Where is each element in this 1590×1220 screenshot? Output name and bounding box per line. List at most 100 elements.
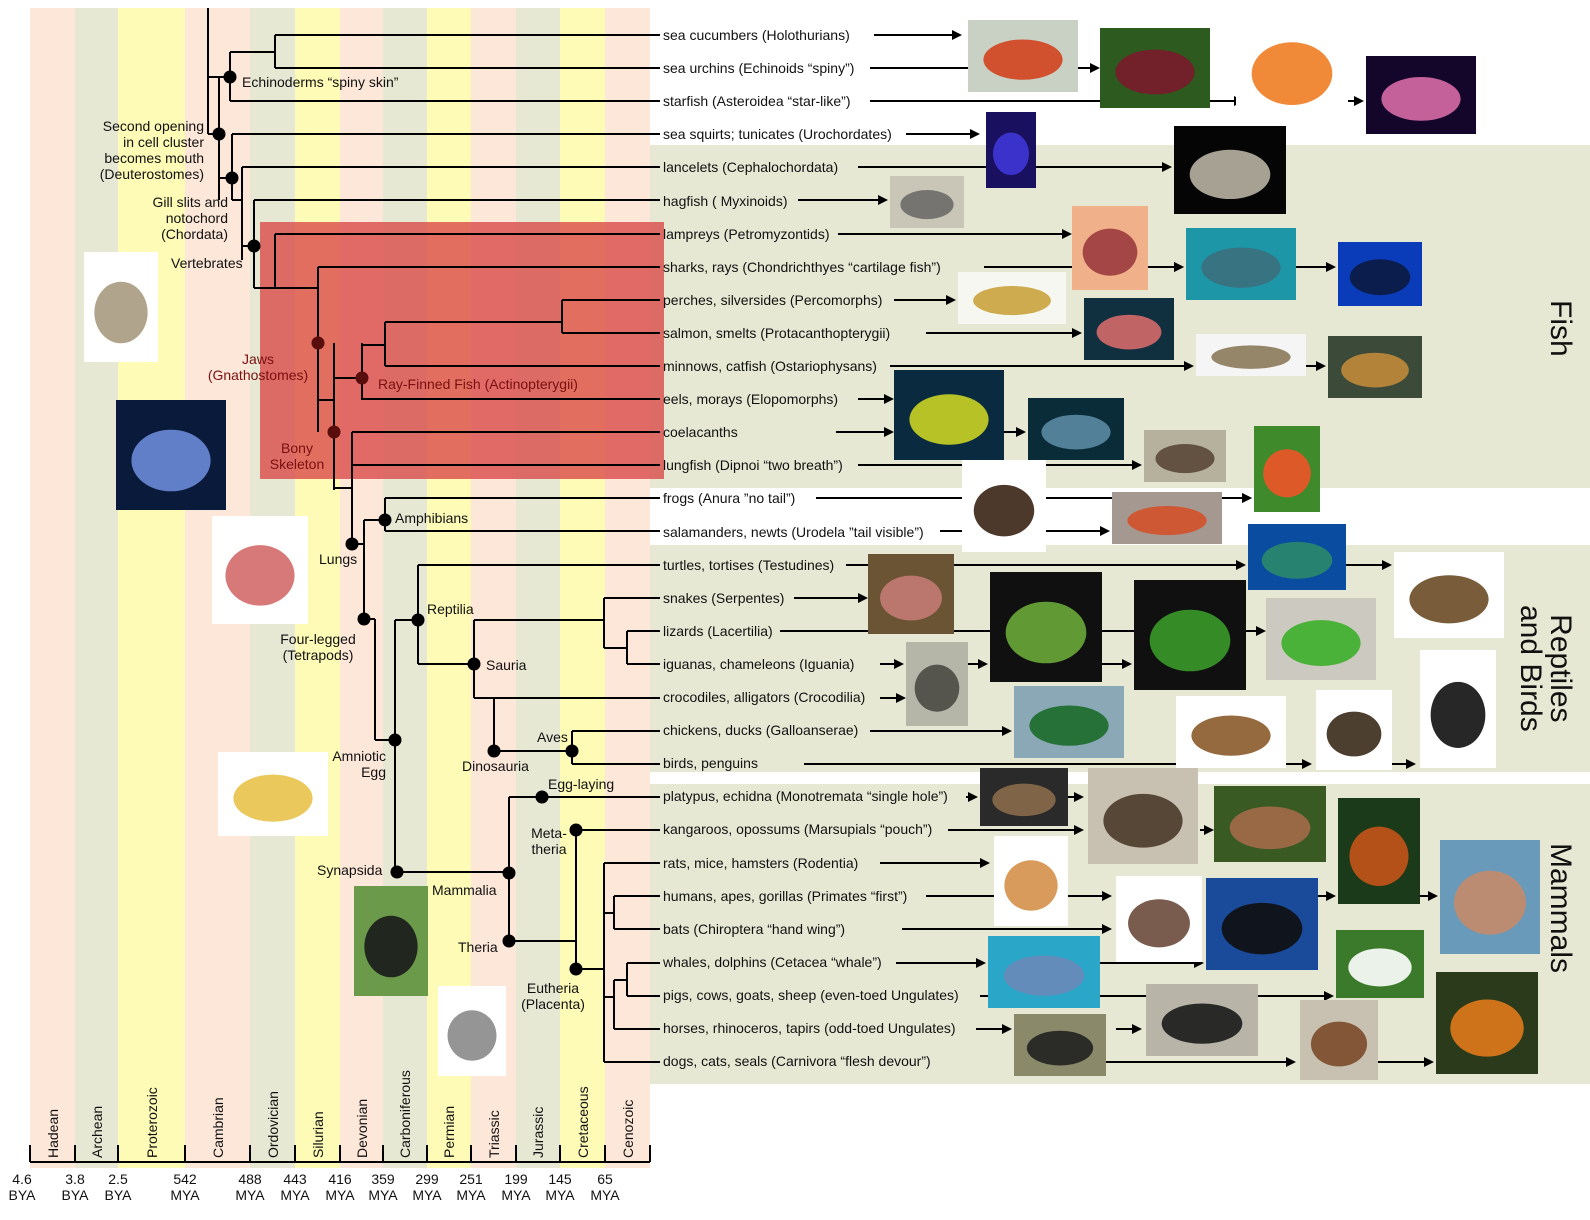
taxon-label: sea squirts; tunicates (Urochordates)	[663, 126, 892, 143]
arrow-head	[1062, 229, 1072, 239]
node-label-mammalia: Mammalia	[432, 882, 497, 898]
perch-photo	[958, 272, 1066, 324]
arrow-head	[1074, 792, 1084, 802]
tapir-photo	[1146, 984, 1258, 1056]
taxon-label: snakes (Serpentes)	[663, 589, 785, 606]
jawed-fish-highlight	[260, 222, 664, 479]
node-label-jaws: Jaws(Gnathostomes)	[207, 351, 309, 383]
era-label: Permian	[441, 1105, 457, 1158]
arrow-head	[1162, 162, 1172, 172]
arrow-head	[1324, 991, 1334, 1001]
taxon-label: perches, silversides (Percomorphs)	[663, 291, 883, 308]
era-label: Cretaceous	[574, 1086, 591, 1158]
arrow-head	[884, 394, 894, 404]
group-label-mammals: Mammals	[1544, 843, 1577, 974]
arrow-head	[1428, 891, 1438, 901]
starfish-photo	[1236, 12, 1348, 124]
amniotic-egg-photo	[218, 752, 328, 836]
bat-photo	[1116, 876, 1202, 962]
arrow-head	[894, 659, 904, 669]
arrow-head	[1100, 526, 1110, 536]
taxon-label: lancelets (Cephalochordata)	[663, 159, 839, 176]
node-label-tetrapods: Four-legged(Tetrapods)	[280, 631, 356, 663]
tiger-photo	[1436, 972, 1538, 1074]
coelacanth-photo	[1028, 398, 1124, 460]
node-ray-finned	[355, 371, 369, 385]
arrow-head	[1242, 493, 1252, 503]
era-band-proterozoic	[118, 8, 185, 1168]
orca-photo	[1206, 878, 1318, 970]
sea-urchin-photo	[1100, 28, 1210, 108]
arrow-head	[946, 295, 956, 305]
taxon-label: minnows, catfish (Ostariophysans)	[663, 358, 877, 374]
cow-photo	[1336, 930, 1424, 998]
taxon-label: lizards (Lacertilia)	[663, 622, 773, 639]
iguana-photo	[1134, 580, 1246, 690]
arrow-head	[978, 659, 988, 669]
arrow-head	[858, 593, 868, 603]
node-label-reptilia: Reptilia	[427, 601, 474, 617]
arrow-head	[1326, 891, 1336, 901]
sea-turtle-photo	[1248, 524, 1346, 590]
arrow-head	[1090, 63, 1100, 73]
brittle-star-photo	[1366, 56, 1476, 134]
arrow-head	[1102, 891, 1112, 901]
moray-eel-photo	[894, 370, 1004, 460]
era-label: Cenozoic	[619, 1099, 636, 1158]
node-label-ray-finned-fish: Ray-Finned Fish (Actinopterygii)	[378, 376, 578, 392]
era-label: Carboniferous	[397, 1070, 413, 1158]
arrow-head	[1184, 361, 1194, 371]
taxon-label: turtles, tortises (Testudines)	[663, 556, 835, 573]
era-label: Proterozoic	[143, 1087, 160, 1158]
arrow-head	[980, 858, 990, 868]
taxon-label: frogs (Anura ”no tail”)	[663, 490, 796, 507]
box-turtle-photo	[1394, 552, 1504, 638]
era-band-archean	[75, 8, 118, 1168]
era-label: Hadean	[44, 1108, 61, 1158]
taxon-label: whales, dolphins (Cetacea “whale”)	[663, 953, 882, 970]
taxon-label: lampreys (Petromyzontids)	[663, 225, 830, 242]
arrow-head	[1122, 659, 1132, 669]
node-amphibians	[378, 513, 392, 527]
arrow-head	[1002, 726, 1012, 736]
shark-photo	[1186, 228, 1296, 300]
era-band-hadean	[30, 8, 75, 1168]
taxon-label: starfish (Asteroidea “star-like”)	[663, 93, 851, 110]
era-label: Triassic	[485, 1110, 502, 1158]
taxon-label: iguanas, chameleons (Iguania)	[663, 655, 855, 672]
node-deuterostomes	[212, 127, 226, 141]
taxon-label: crocodiles, alligators (Crocodilia)	[663, 689, 866, 705]
taxon-label: coelacanths	[663, 424, 738, 441]
node-label-lungs: Lungs	[319, 551, 358, 567]
arrow-head	[1424, 1057, 1434, 1067]
skull-xray-photo	[116, 400, 226, 510]
arrow-head	[1102, 924, 1112, 934]
taxon-label: sea cucumbers (Holothurians)	[663, 27, 850, 43]
taxon-label: pigs, cows, goats, sheep (even-toed Ungu…	[663, 986, 959, 1003]
lungs-photo	[212, 516, 308, 624]
taxon-label: hagfish ( Myxinoids)	[663, 192, 788, 209]
arrow-head	[896, 693, 906, 703]
arrow-head	[1016, 427, 1026, 437]
arrow-head	[884, 427, 894, 437]
era-label: Cambrian	[209, 1097, 226, 1158]
era-band-triassic	[471, 8, 516, 1168]
era-band-permian	[427, 8, 471, 1168]
arrow-head	[952, 30, 962, 40]
era-label: Jurassic	[530, 1106, 546, 1158]
arrow-head	[1382, 560, 1392, 570]
crocodile-photo	[906, 642, 968, 726]
lungfish-photo	[1144, 430, 1226, 482]
